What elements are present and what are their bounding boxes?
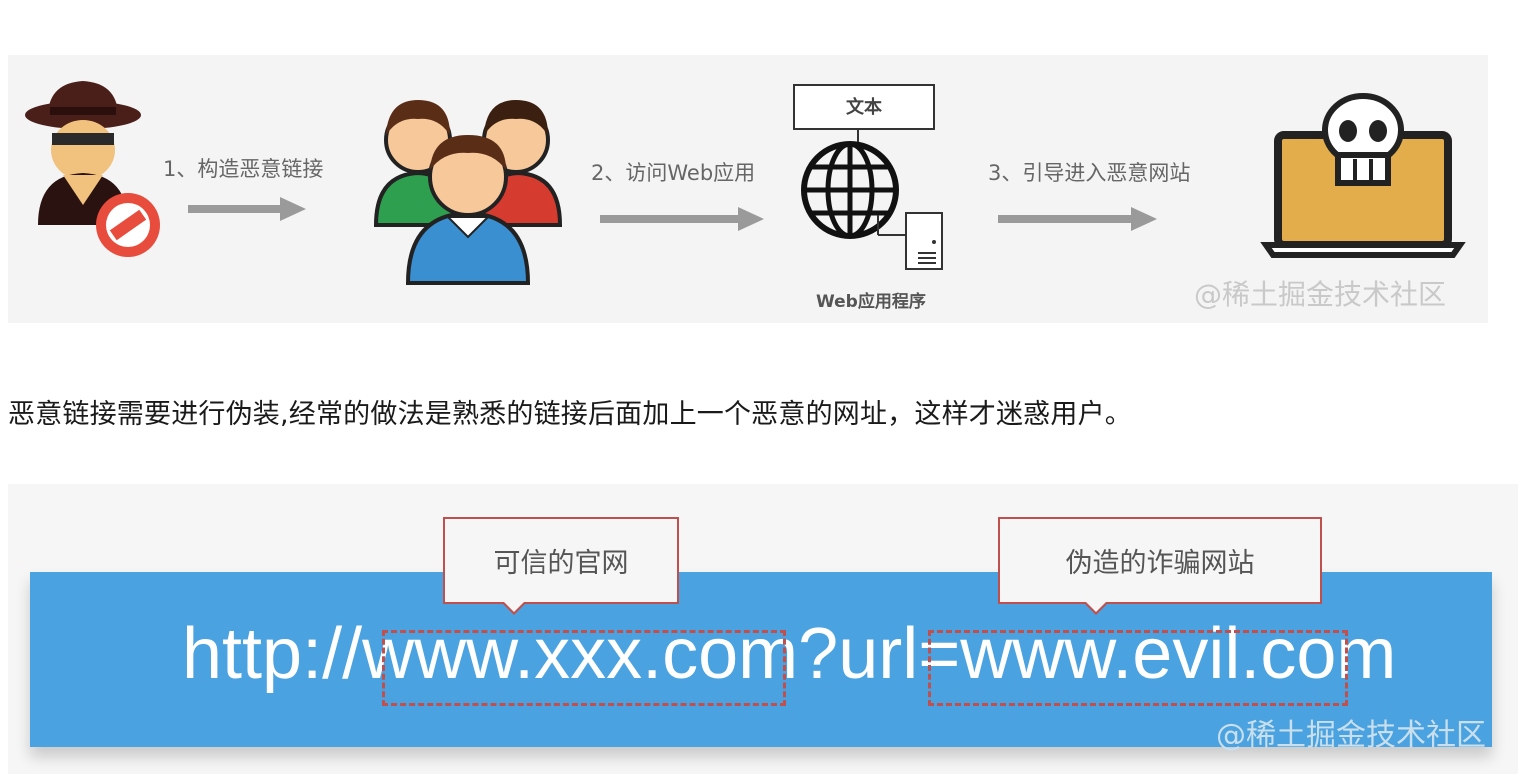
body-paragraph: 恶意链接需要进行伪装,经常的做法是熟悉的链接后面加上一个恶意的网址，这样才迷惑用… [8, 399, 1132, 430]
step-2-label: 2、访问Web应用 [591, 161, 756, 185]
evil-domain-highlight [928, 630, 1348, 706]
phishing-flow-figure: 1、构造恶意链接 2、访问Web应用 3、引导进入恶意网站 文本 Web应用程序… [8, 55, 1488, 323]
web-app-label: Web应用程序 [816, 292, 926, 312]
url-disguise-figure: http://www.xxx.com?url=www.evil.com @稀土掘… [8, 484, 1518, 774]
phishing-flow-graphics [25, 81, 1466, 285]
users-group-icon [373, 100, 563, 285]
hacker-icon [25, 81, 160, 257]
skull-laptop-icon [1260, 93, 1466, 258]
globe-icon [801, 141, 899, 239]
trusted-site-callout: 可信的官网 [443, 517, 679, 604]
trusted-domain-highlight [382, 630, 786, 706]
text-box-frame [793, 84, 935, 130]
arrow-3-icon [998, 207, 1157, 231]
arrow-1-icon [188, 197, 306, 221]
trusted-site-callout-tail-inner [504, 602, 524, 612]
fake-site-callout-tail-inner [1086, 602, 1106, 612]
text-box-label: 文本 [846, 97, 882, 118]
server-icon [877, 212, 943, 270]
step-1-label: 1、构造恶意链接 [163, 157, 324, 181]
watermark: @稀土掘金技术社区 [1194, 278, 1447, 311]
fake-site-callout: 伪造的诈骗网站 [998, 517, 1322, 604]
trusted-site-callout-label: 可信的官网 [493, 548, 629, 579]
fake-site-callout-label: 伪造的诈骗网站 [1065, 548, 1255, 579]
watermark-2: @稀土掘金技术社区 [1216, 718, 1486, 753]
arrow-2-icon [600, 207, 764, 231]
step-3-label: 3、引导进入恶意网站 [988, 161, 1191, 185]
